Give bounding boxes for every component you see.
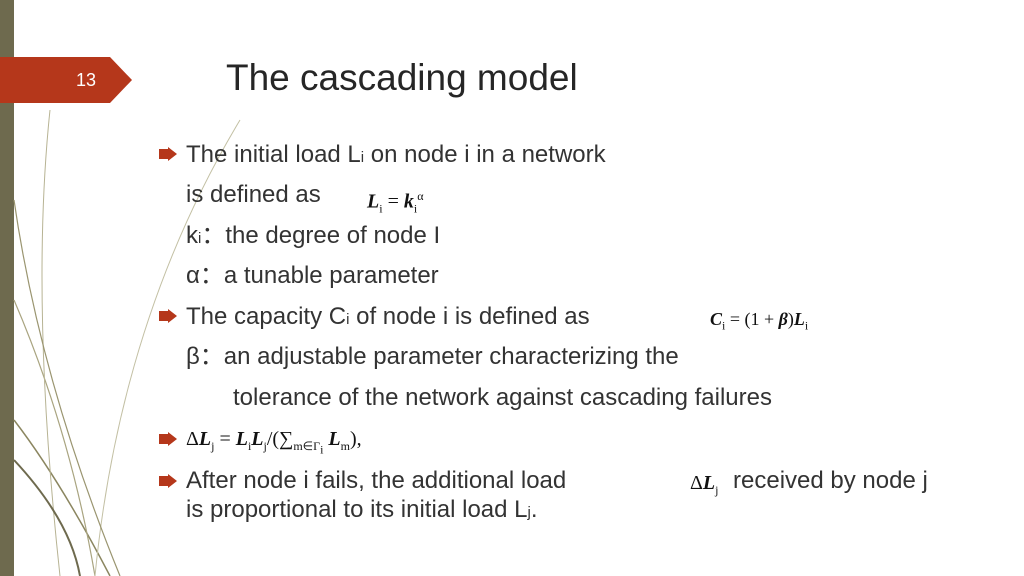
arrow-bullet-icon xyxy=(159,474,177,488)
text-span: of node i is defined as xyxy=(349,303,590,330)
line-degree: ki：the degree of node I xyxy=(186,221,440,254)
subscript: j xyxy=(527,504,531,521)
formula-load: Li = kiα xyxy=(367,189,424,216)
line-proportional: is proportional to its initial load Lj. xyxy=(186,495,538,528)
text-span: The capacity C xyxy=(186,303,347,330)
line-alpha: α：a tunable parameter xyxy=(186,261,439,291)
text-span: is proportional to its initial load L xyxy=(186,496,528,523)
arrow-bullet-icon xyxy=(159,309,177,323)
formula-delta: ΔLj = LiLj/(∑m∈Γi Lm), xyxy=(186,428,362,457)
text-span: After node i fails, the additional load xyxy=(186,467,567,494)
bullet-initial-load: The initial load Li on node i in a netwo… xyxy=(186,140,606,173)
line-tolerance: tolerance of the network against cascadi… xyxy=(233,383,772,413)
text-span: ：the degree of node I xyxy=(201,222,441,249)
text-span: is defined as xyxy=(186,181,321,208)
slide-number-tab xyxy=(0,57,132,103)
subscript: i xyxy=(346,311,350,328)
left-accent-bar xyxy=(0,0,14,576)
decorative-curves xyxy=(13,109,241,576)
text-span: The initial load L xyxy=(186,141,361,168)
slide-number: 13 xyxy=(76,70,97,90)
text-span: . xyxy=(530,496,538,523)
bullet-capacity: The capacity Ci of node i is defined as xyxy=(186,302,590,335)
text-span: on node i in a network xyxy=(364,141,606,168)
formula-delta-short: ΔLj xyxy=(690,472,719,497)
subscript: i xyxy=(198,230,202,247)
arrow-bullet-icon xyxy=(159,432,177,446)
subscript: i xyxy=(360,149,365,166)
line-received: received by node j xyxy=(733,466,928,496)
text-span: β：an adjustable parameter characterizing… xyxy=(186,343,679,370)
bullet-additional-load: After node i fails, the additional load xyxy=(186,466,566,496)
slide-title: The cascading model xyxy=(226,57,578,98)
arrow-bullet-icon xyxy=(159,147,177,161)
text-span: received by node j xyxy=(733,467,928,494)
line-defined-as: is defined as xyxy=(186,180,321,210)
line-beta: β：an adjustable parameter characterizing… xyxy=(186,342,679,372)
text-span: α：a tunable parameter xyxy=(186,262,439,289)
formula-capacity: Ci = (1 + β)Li xyxy=(710,309,809,333)
text-span: k xyxy=(186,222,198,249)
text-span: tolerance of the network against cascadi… xyxy=(233,384,772,411)
